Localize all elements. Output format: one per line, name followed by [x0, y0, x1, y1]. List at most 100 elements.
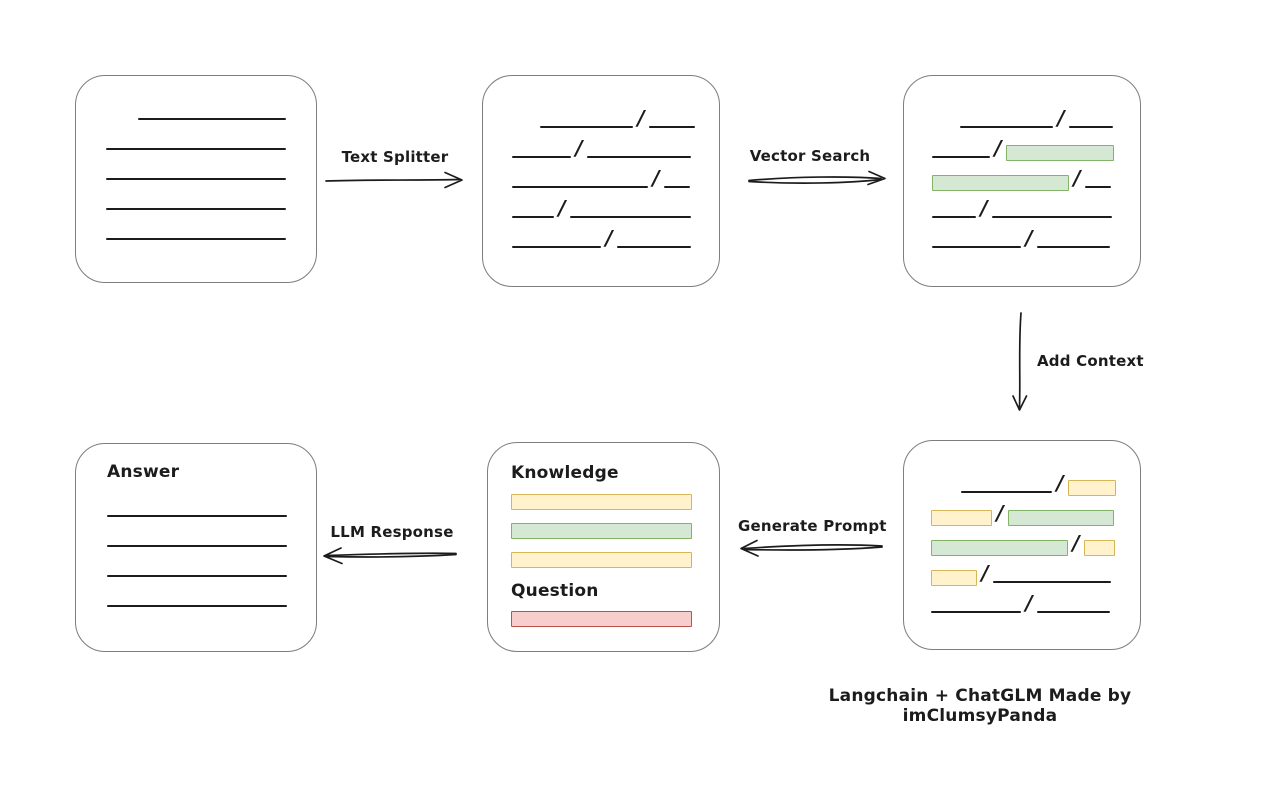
- green-highlight-chunk: [1008, 510, 1114, 526]
- text-row: /: [932, 218, 1140, 248]
- text-line: [106, 148, 286, 150]
- text-row: [107, 487, 316, 517]
- source-document-box: [75, 75, 317, 283]
- text-row: /: [512, 98, 719, 128]
- yellow-bar: [511, 494, 692, 510]
- text-line: [570, 216, 691, 218]
- text-row: /: [931, 583, 1140, 613]
- text-row: /: [932, 188, 1140, 218]
- generate-prompt-arrow: [740, 539, 883, 557]
- answer-lines: [107, 487, 316, 607]
- text-line: [649, 126, 695, 128]
- text-line: [1085, 186, 1111, 188]
- text-line: [932, 246, 1021, 248]
- context-chunks-box: /////: [903, 440, 1141, 650]
- diagram-caption: Langchain + ChatGLM Made by imClumsyPand…: [828, 686, 1132, 726]
- knowledge-bars: [511, 494, 719, 568]
- search-result-lines: /////: [932, 98, 1140, 248]
- add-context-label: Add Context: [1037, 352, 1144, 370]
- document-lines: [106, 90, 316, 240]
- yellow-highlight-chunk: [931, 570, 977, 586]
- vector-matched-chunks-box: /////: [903, 75, 1141, 287]
- text-line: [1069, 126, 1113, 128]
- text-line: [106, 178, 286, 180]
- slash-separator: /: [1057, 106, 1065, 130]
- slash-separator: /: [1025, 591, 1033, 615]
- slash-separator: /: [637, 106, 645, 130]
- text-row: /: [932, 98, 1140, 128]
- text-line: [107, 575, 287, 577]
- slash-separator: /: [981, 561, 989, 585]
- text-row: [107, 517, 316, 547]
- text-row: /: [931, 463, 1140, 496]
- slash-separator: /: [1073, 166, 1081, 190]
- text-line: [540, 126, 633, 128]
- text-line: [106, 208, 286, 210]
- text-row: [106, 180, 316, 210]
- green-highlight-chunk: [1006, 145, 1114, 161]
- text-line: [1037, 246, 1110, 248]
- yellow-highlight-chunk: [1068, 480, 1116, 496]
- green-highlight-chunk: [931, 540, 1068, 556]
- question-label: Question: [511, 581, 599, 601]
- text-line: [617, 246, 691, 248]
- text-row: [106, 90, 316, 120]
- slash-separator: /: [980, 196, 988, 220]
- vector-search-arrow: [748, 170, 886, 186]
- green-bar: [511, 523, 692, 539]
- text-splitter-label: Text Splitter: [341, 148, 449, 166]
- text-line: [931, 611, 1021, 613]
- slash-separator: /: [605, 226, 613, 250]
- text-line: [512, 186, 648, 188]
- text-line: [664, 186, 690, 188]
- yellow-highlight-chunk: [1084, 540, 1115, 556]
- red-bar: [511, 611, 692, 627]
- text-line: [992, 216, 1112, 218]
- text-line: [106, 238, 286, 240]
- context-lines: /////: [931, 463, 1140, 613]
- text-row: /: [932, 158, 1140, 191]
- vector-search-label: Vector Search: [749, 147, 871, 165]
- text-row: /: [512, 158, 719, 188]
- add-context-arrow: [1012, 312, 1028, 411]
- text-line: [1037, 611, 1110, 613]
- slash-separator: /: [994, 136, 1002, 160]
- text-line: [932, 156, 990, 158]
- llm-response-label: LLM Response: [330, 523, 454, 541]
- text-line: [587, 156, 691, 158]
- question-bars: [511, 611, 719, 627]
- text-row: [107, 547, 316, 577]
- text-row: /: [932, 128, 1140, 161]
- text-line: [138, 118, 286, 120]
- text-line: [961, 491, 1052, 493]
- text-row: [107, 577, 316, 607]
- text-line: [107, 515, 287, 517]
- text-row: [106, 210, 316, 240]
- text-row: /: [512, 128, 719, 158]
- split-chunks-box: /////: [482, 75, 720, 287]
- yellow-bar: [511, 552, 692, 568]
- text-row: /: [512, 188, 719, 218]
- text-row: /: [931, 553, 1140, 586]
- text-splitter-arrow: [325, 171, 463, 189]
- text-row: [106, 150, 316, 180]
- text-line: [512, 246, 601, 248]
- yellow-highlight-chunk: [931, 510, 992, 526]
- text-row: [106, 120, 316, 150]
- text-line: [932, 216, 976, 218]
- llm-response-arrow: [323, 547, 457, 565]
- knowledge-label: Knowledge: [511, 463, 619, 483]
- answer-label: Answer: [107, 462, 180, 482]
- text-line: [512, 156, 571, 158]
- prompt-box: Knowledge Question: [487, 442, 720, 652]
- generate-prompt-label: Generate Prompt: [738, 517, 887, 535]
- text-line: [993, 581, 1111, 583]
- slash-separator: /: [1072, 531, 1080, 555]
- slash-separator: /: [575, 136, 583, 160]
- text-line: [960, 126, 1053, 128]
- text-line: [107, 605, 287, 607]
- chunk-lines: /////: [512, 98, 719, 248]
- green-highlight-chunk: [932, 175, 1069, 191]
- slash-separator: /: [558, 196, 566, 220]
